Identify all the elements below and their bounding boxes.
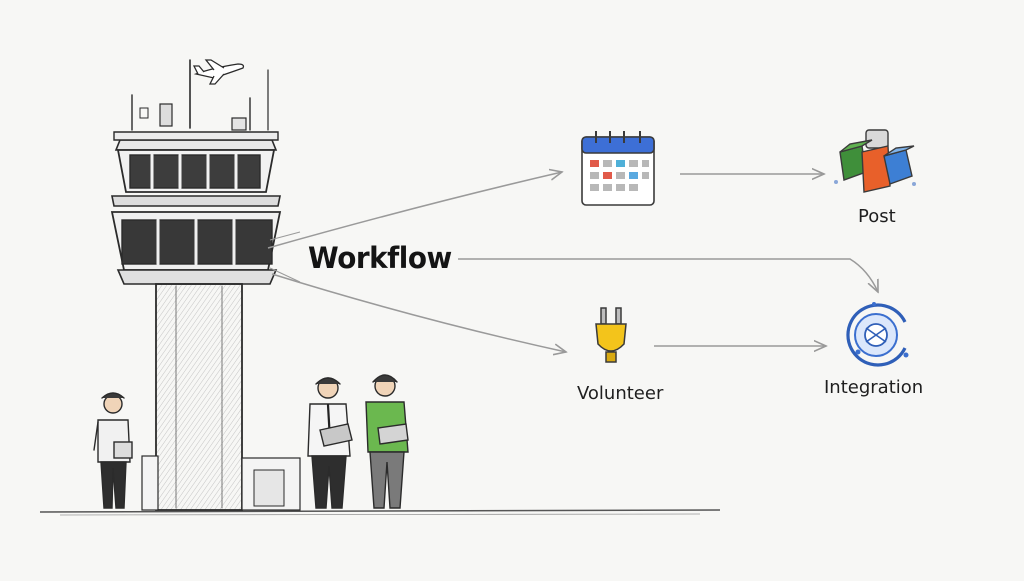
edge-workflow-calendar	[267, 172, 562, 249]
connector-lines	[267, 172, 878, 352]
person-icon	[307, 377, 353, 509]
ground-line	[39, 509, 721, 516]
edge-workflow-volunteer	[271, 273, 566, 352]
person-icon	[93, 392, 133, 509]
post-label: Post	[858, 206, 896, 227]
airplane-icon	[192, 59, 245, 85]
workflow-label: Workflow	[308, 241, 452, 275]
volunteer-label: Volunteer	[577, 383, 664, 404]
person-icon	[365, 374, 409, 509]
control-tower-icon	[110, 59, 301, 511]
cube-blocks-icon	[834, 129, 916, 193]
power-plug-icon	[595, 307, 627, 363]
edge-workflow-integration	[458, 258, 878, 292]
integration-ring-icon	[846, 302, 909, 367]
integration-label: Integration	[824, 377, 924, 398]
calendar-icon	[581, 131, 655, 206]
